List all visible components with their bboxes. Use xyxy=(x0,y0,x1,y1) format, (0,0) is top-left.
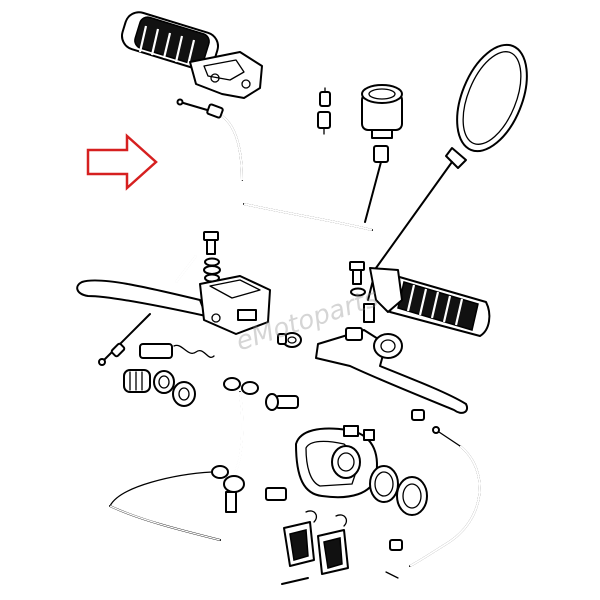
brake-hose xyxy=(223,377,299,487)
lower-cable-left xyxy=(109,471,221,541)
brake-lever-left xyxy=(76,279,207,317)
cable-end-left xyxy=(98,313,151,366)
piston-kit xyxy=(123,343,215,407)
brake-master-cylinder xyxy=(199,275,271,335)
brake-caliper xyxy=(295,425,378,499)
clamp-bolt-right xyxy=(349,261,366,297)
connector-pieces xyxy=(317,87,331,135)
throttle-cable xyxy=(176,98,243,181)
throttle-grip xyxy=(121,11,219,71)
throttle-housing xyxy=(189,51,263,99)
lower-banjo xyxy=(211,465,287,513)
clamp-bolt-left xyxy=(203,231,221,283)
pointer-arrow xyxy=(86,133,158,191)
handlebar xyxy=(157,137,451,266)
clutch-cable xyxy=(385,409,481,579)
brake-pads xyxy=(281,510,349,585)
speedometer xyxy=(361,84,403,223)
right-grip xyxy=(369,267,491,337)
banjo-fitting xyxy=(277,332,302,348)
caliper-seals xyxy=(369,465,428,516)
mirror xyxy=(367,43,528,301)
clutch-lever-right xyxy=(315,303,468,414)
